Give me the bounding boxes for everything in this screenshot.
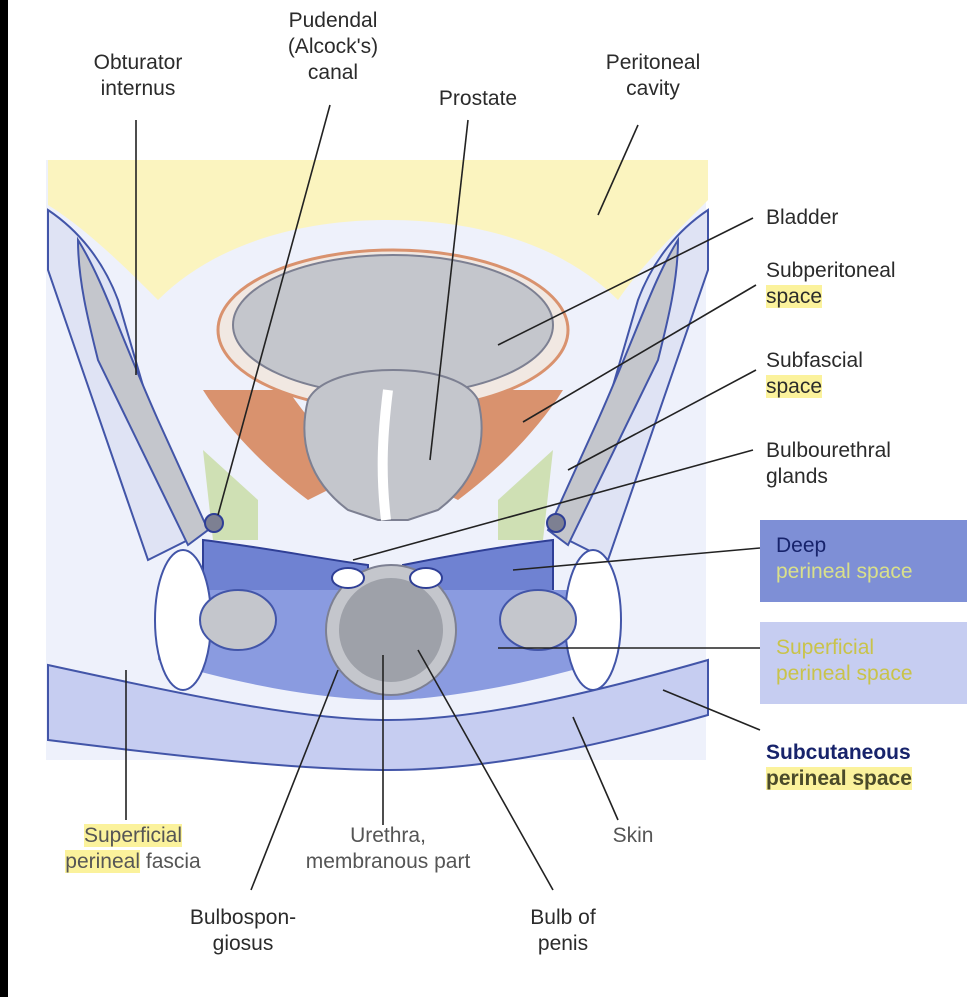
label-pudendal-line1: Pudendal xyxy=(263,8,403,34)
pudendal-canal-left xyxy=(205,514,223,532)
bulbourethral-gland-right xyxy=(410,568,442,588)
label-subperitoneal-line2: space xyxy=(766,285,822,308)
ischiocavernosus-left xyxy=(200,590,276,650)
label-subcutaneous-perineal-space: Subcutaneous perineal space xyxy=(766,740,912,792)
label-deep-perineal-space: Deep perineal space xyxy=(776,533,913,585)
label-peritoneal-cavity: Peritoneal cavity xyxy=(578,50,728,102)
label-obturator-internus: Obturator internus xyxy=(68,50,208,102)
label-fascia-line2b: fascia xyxy=(146,850,201,873)
label-skin: Skin xyxy=(598,823,668,849)
label-urethra-line1: Urethra, xyxy=(278,823,498,849)
label-peritoneal-line1: Peritoneal xyxy=(578,50,728,76)
label-pudendal-canal: Pudendal (Alcock's) canal xyxy=(263,8,403,86)
label-subperitoneal-line1: Subperitoneal xyxy=(766,258,896,284)
label-subfascial-line2: space xyxy=(766,375,822,398)
pudendal-canal-right xyxy=(547,514,565,532)
label-bulbourethral-line2: glands xyxy=(766,464,891,490)
label-subfascial-space: Subfascial space xyxy=(766,348,863,400)
label-subcutaneous-line1: Subcutaneous xyxy=(766,740,912,766)
label-bulbourethral-glands: Bulbourethral glands xyxy=(766,438,891,490)
label-superficial-perineal-space: Superficial perineal space xyxy=(776,635,913,687)
urethra-prostatic xyxy=(383,390,388,520)
label-pudendal-line3: canal xyxy=(263,60,403,86)
bulbourethral-gland-left xyxy=(332,568,364,588)
label-subfascial-line1: Subfascial xyxy=(766,348,863,374)
label-peritoneal-line2: cavity xyxy=(578,76,728,102)
label-fascia-line2a: perineal xyxy=(65,850,140,873)
label-urethra-membranous: Urethra, membranous part xyxy=(278,823,498,875)
label-pudendal-line2: (Alcock's) xyxy=(263,34,403,60)
label-subperitoneal-space: Subperitoneal space xyxy=(766,258,896,310)
label-obturator-line2: internus xyxy=(68,76,208,102)
label-bulb-line2: penis xyxy=(503,931,623,957)
label-prostate: Prostate xyxy=(418,86,538,112)
label-superficial-line1: Superficial xyxy=(776,635,913,661)
label-bulbospongiosus-line1: Bulbospon- xyxy=(168,905,318,931)
label-bulbospongiosus: Bulbospon- giosus xyxy=(168,905,318,957)
ischiocavernosus-right xyxy=(500,590,576,650)
label-bulb-line1: Bulb of xyxy=(503,905,623,931)
label-bulb-of-penis: Bulb of penis xyxy=(503,905,623,957)
label-superficial-line2: perineal space xyxy=(776,661,913,687)
label-obturator-line1: Obturator xyxy=(68,50,208,76)
label-bladder: Bladder xyxy=(766,205,838,231)
diagram-panel: Obturator internus Pudendal (Alcock's) c… xyxy=(8,0,967,997)
label-bulbospongiosus-line2: giosus xyxy=(168,931,318,957)
label-urethra-line2: membranous part xyxy=(278,849,498,875)
label-superficial-perineal-fascia: Superficial perineal fascia xyxy=(38,823,228,875)
label-deep-line2: perineal space xyxy=(776,559,913,585)
label-fascia-line1: Superficial xyxy=(84,824,182,847)
label-deep-line1: Deep xyxy=(776,533,913,559)
label-subcutaneous-line2: perineal space xyxy=(766,767,912,790)
label-bulbourethral-line1: Bulbourethral xyxy=(766,438,891,464)
